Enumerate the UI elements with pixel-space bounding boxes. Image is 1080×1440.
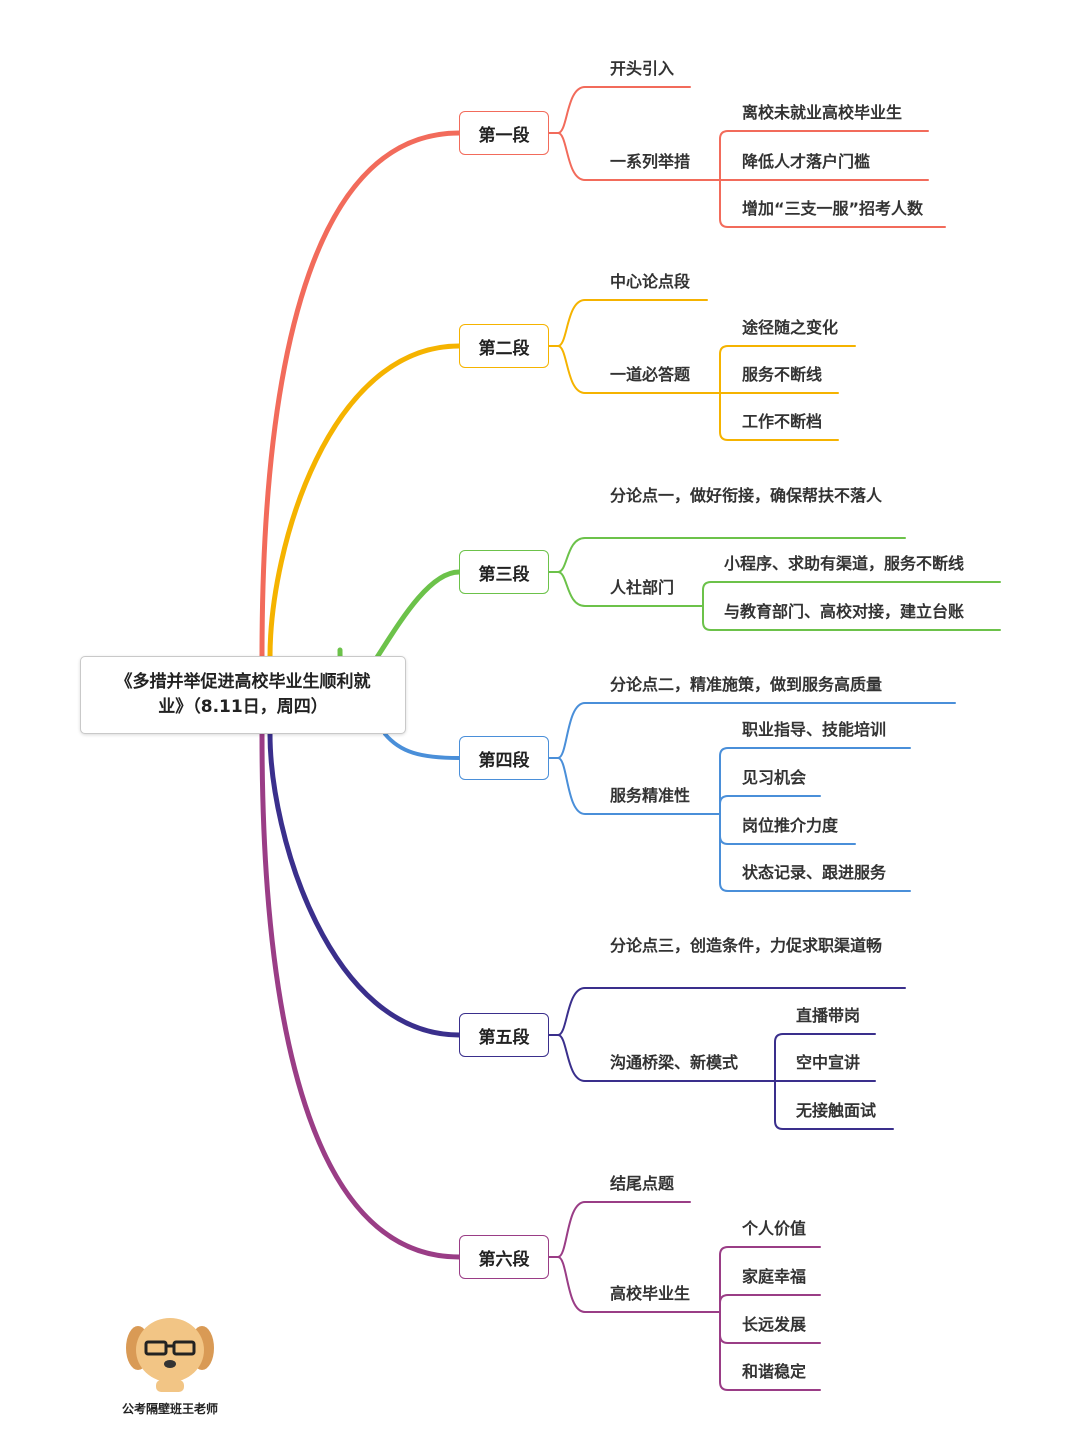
child-connector [548, 132, 721, 181]
leaf-item[interactable]: 状态记录、跟进服务 [742, 863, 887, 882]
leaf-item[interactable]: 职业指导、技能培训 [742, 720, 887, 739]
section-label: 第二段 [478, 338, 530, 359]
item-connector [719, 130, 929, 181]
leaf-item[interactable]: 家庭幸福 [742, 1267, 807, 1286]
item-connector [774, 1080, 894, 1130]
section-node[interactable]: 第二段 [459, 324, 549, 368]
item-connector [719, 1311, 821, 1391]
child-topic[interactable]: 中心论点段 [610, 272, 691, 291]
leaf-item[interactable]: 与教育部门、高校对接，建立台账 [724, 602, 965, 621]
leaf-item[interactable]: 空中宣讲 [796, 1053, 861, 1072]
leaf-item[interactable]: 长远发展 [742, 1315, 807, 1334]
leaf-item[interactable]: 降低人才落户门槛 [742, 152, 871, 171]
child-topic[interactable]: 结尾点题 [610, 1174, 675, 1193]
leaf-item[interactable]: 无接触面试 [796, 1101, 877, 1120]
leaf-item[interactable]: 个人价值 [742, 1219, 807, 1238]
section-node[interactable]: 第一段 [459, 111, 549, 155]
main-branch [383, 732, 461, 760]
child-topic[interactable]: 分论点二，精准施策，做到服务高质量 [610, 675, 883, 694]
child-connector [548, 1201, 691, 1258]
section-node[interactable]: 第三段 [459, 550, 549, 594]
leaf-item[interactable]: 直播带岗 [796, 1006, 861, 1025]
section-node[interactable]: 第四段 [459, 736, 549, 780]
item-connector [774, 1033, 876, 1082]
section-label: 第六段 [478, 1249, 530, 1270]
leaf-item[interactable]: 服务不断线 [742, 365, 823, 384]
child-connector [548, 299, 708, 347]
item-connector [719, 795, 821, 815]
child-connector [548, 1256, 721, 1313]
leaf-item[interactable]: 见习机会 [742, 768, 807, 787]
child-topic[interactable]: 沟通桥梁、新模式 [610, 1053, 739, 1072]
item-connector [719, 747, 911, 815]
main-branch [259, 731, 462, 1260]
child-connector [548, 86, 691, 134]
main-branch [267, 731, 462, 1038]
section-label: 第一段 [478, 125, 530, 146]
root-title: 《多措并举促进高校毕业生顺利就业》（8.11日，周四） [115, 672, 371, 717]
leaf-item[interactable]: 工作不断档 [742, 412, 823, 431]
item-connector [719, 1294, 821, 1313]
child-topic[interactable]: 分论点三，创造条件，力促求职渠道畅 [610, 936, 883, 955]
root-node[interactable]: 《多措并举促进高校毕业生顺利就业》（8.11日，周四） [80, 656, 406, 734]
child-topic[interactable]: 一道必答题 [610, 365, 691, 384]
item-connector [719, 345, 856, 394]
section-label: 第三段 [478, 564, 530, 585]
item-connector [719, 392, 839, 441]
leaf-item[interactable]: 增加“三支一服”招考人数 [742, 199, 924, 218]
child-connector [548, 757, 721, 815]
watermark-logo: 公考隔壁班王老师 [110, 1308, 230, 1417]
dog-mascot-icon [126, 1318, 214, 1392]
section-label: 第五段 [478, 1027, 530, 1048]
leaf-item[interactable]: 和谐稳定 [742, 1362, 807, 1381]
child-topic[interactable]: 开头引入 [610, 59, 675, 78]
leaf-item[interactable]: 离校未就业高校毕业生 [742, 103, 903, 122]
main-branch [259, 130, 462, 660]
item-connector [719, 813, 911, 892]
main-branch [267, 343, 462, 660]
leaf-item[interactable]: 小程序、求助有渠道，服务不断线 [724, 554, 965, 573]
child-connector [548, 1034, 776, 1082]
item-connector [702, 581, 1001, 607]
section-node[interactable]: 第五段 [459, 1013, 549, 1057]
child-topic[interactable]: 一系列举措 [610, 152, 691, 171]
child-topic[interactable]: 高校毕业生 [610, 1284, 691, 1303]
section-label: 第四段 [478, 750, 530, 771]
leaf-item[interactable]: 途径随之变化 [742, 318, 839, 337]
leaf-item[interactable]: 岗位推介力度 [742, 816, 839, 835]
item-connector [719, 1246, 821, 1313]
watermark-text: 公考隔壁班王老师 [121, 1402, 218, 1416]
child-topic[interactable]: 分论点一，做好衔接，确保帮扶不落人 [610, 486, 883, 505]
item-connector [702, 605, 1001, 631]
child-topic[interactable]: 人社部门 [610, 578, 675, 597]
child-connector [548, 345, 721, 394]
child-topic[interactable]: 服务精准性 [610, 786, 691, 805]
item-connector [719, 179, 946, 228]
section-node[interactable]: 第六段 [459, 1235, 549, 1279]
child-connector [548, 571, 704, 607]
